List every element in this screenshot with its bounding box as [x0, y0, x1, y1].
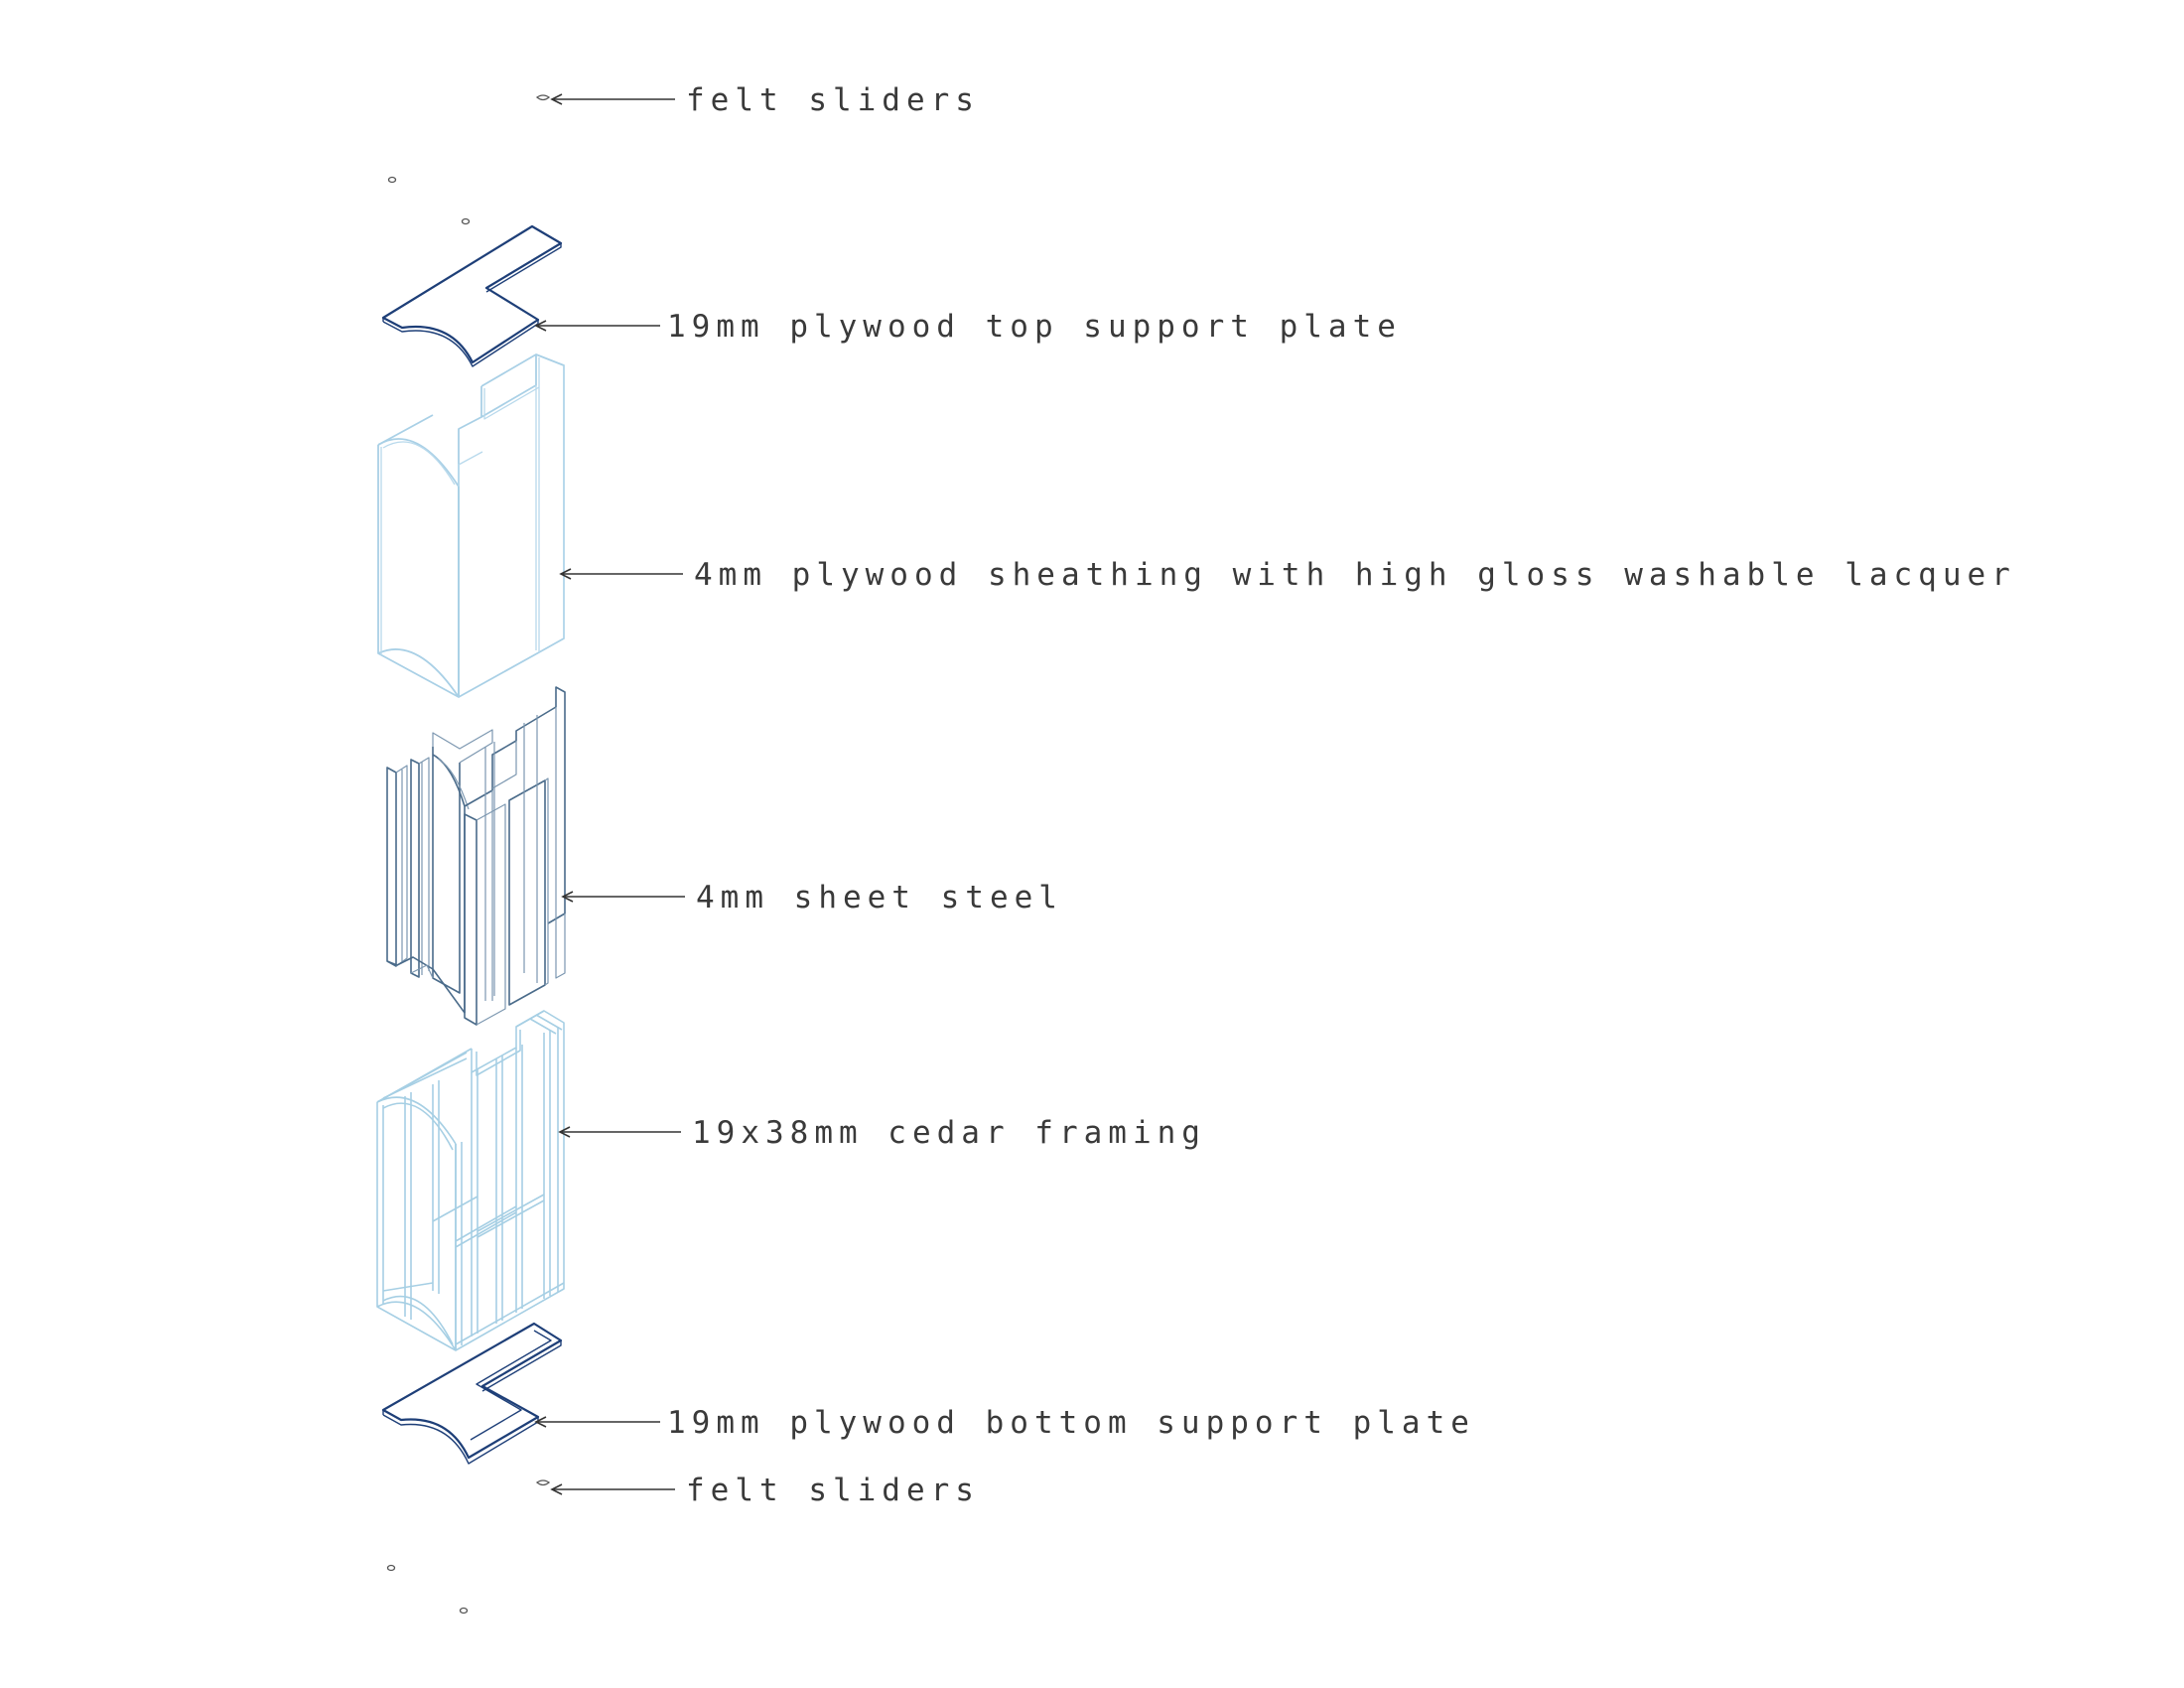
- felt-slider-bottom-2: [386, 1564, 396, 1572]
- callout-top-plate: 19mm plywood top support plate: [534, 309, 1402, 345]
- felt-slider-top-3: [461, 217, 471, 225]
- cedar-framing: [376, 1010, 565, 1351]
- callout-bottom-plate: 19mm plywood bottom support plate: [534, 1405, 1475, 1441]
- label-sheathing: 4mm plywood sheathing with high gloss wa…: [694, 557, 2016, 593]
- bottom-support-plate: [381, 1322, 563, 1465]
- callout-felt-sliders-top: felt sliders: [550, 82, 980, 118]
- label-steel: 4mm sheet steel: [696, 880, 1063, 915]
- label-top-plate: 19mm plywood top support plate: [667, 309, 1402, 345]
- arrowhead: [559, 568, 572, 580]
- arrowhead: [534, 320, 547, 332]
- label-framing: 19x38mm cedar framing: [692, 1115, 1206, 1151]
- arrowhead: [561, 891, 574, 903]
- callout-felt-sliders-bottom: felt sliders: [550, 1473, 980, 1508]
- callout-framing: 19x38mm cedar framing: [558, 1115, 1206, 1151]
- felt-slider-top-1: [535, 94, 551, 101]
- felt-slider-bottom-3: [459, 1607, 469, 1615]
- felt-sliders-bottom-group: [386, 1479, 551, 1615]
- felt-slider-bottom-1: [535, 1479, 551, 1486]
- label-felt-sliders-top: felt sliders: [686, 82, 980, 118]
- label-felt-sliders-bottom: felt sliders: [686, 1473, 980, 1508]
- felt-slider-top-2: [387, 176, 397, 184]
- callout-steel: 4mm sheet steel: [561, 880, 1063, 915]
- label-bottom-plate: 19mm plywood bottom support plate: [667, 1405, 1475, 1441]
- top-support-plate: [381, 224, 563, 367]
- arrowhead: [550, 1483, 563, 1495]
- arrowhead: [558, 1126, 571, 1138]
- sheet-steel: [386, 686, 566, 1026]
- callout-sheathing: 4mm plywood sheathing with high gloss wa…: [559, 557, 2016, 593]
- felt-sliders-top-group: [387, 94, 551, 225]
- arrowhead: [550, 93, 563, 105]
- arrowhead: [534, 1416, 547, 1428]
- plywood-sheathing: [377, 353, 565, 698]
